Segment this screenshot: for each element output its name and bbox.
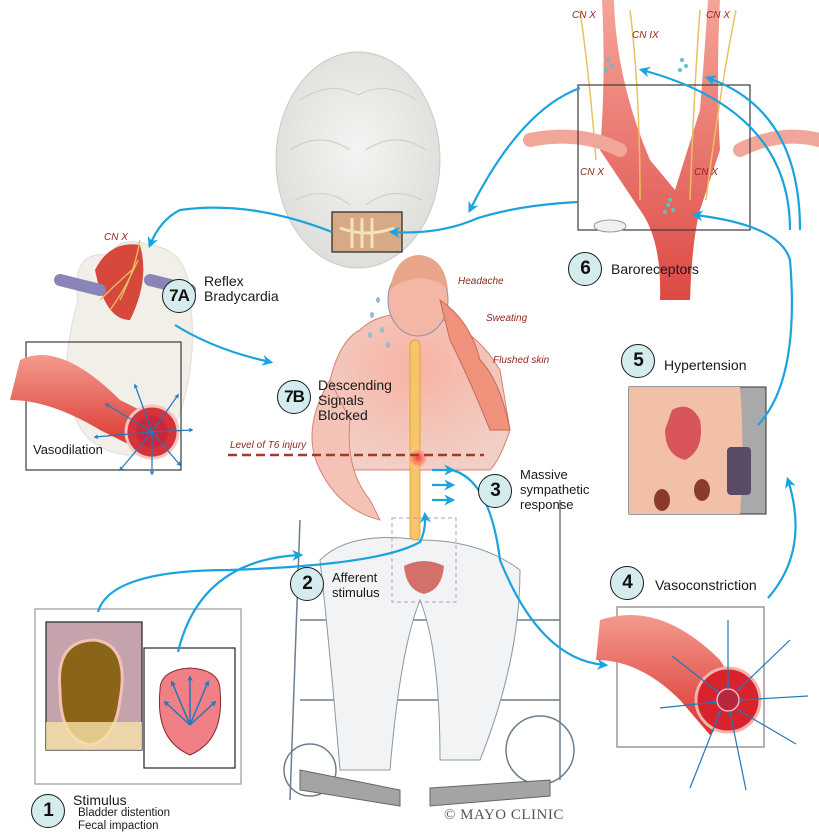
step-2-title: Afferent stimulus bbox=[332, 570, 380, 600]
vasodilation-label: Vasodilation bbox=[33, 442, 103, 457]
step-1-detail-fecal: Fecal impaction bbox=[78, 820, 159, 832]
arrow-sympathetic-to-vessels bbox=[451, 468, 609, 670]
symptom-flushed-skin: Flushed skin bbox=[493, 355, 550, 366]
step-badge-7a: 7A bbox=[162, 279, 196, 313]
step-3-line-3: response bbox=[520, 497, 574, 512]
step-3-line-2: sympathetic bbox=[520, 482, 590, 497]
step-4-title: Vasoconstriction bbox=[655, 577, 757, 593]
copyright-mayo-clinic: © MAYO CLINIC bbox=[444, 807, 564, 823]
arrow-7a-to-7b bbox=[174, 324, 274, 366]
cn-ix-label: CN IX bbox=[632, 30, 659, 41]
cn-x-heart-label: CN X bbox=[104, 232, 128, 243]
step-5-title: Hypertension bbox=[664, 357, 747, 373]
arrow-baroreceptors-to-brainstem bbox=[388, 200, 579, 238]
cn-x-box-right-label: CN X bbox=[694, 167, 718, 178]
brain-illustration bbox=[275, 51, 441, 269]
step-6-title: Baroreceptors bbox=[611, 261, 699, 277]
step-1-title: Stimulus bbox=[73, 792, 127, 808]
step-badge-7b: 7B bbox=[277, 380, 311, 414]
arrow-stimulus-to-cord bbox=[96, 511, 431, 613]
step-7a-line-2: Bradycardia bbox=[204, 288, 279, 304]
step-badge-1: 1 bbox=[31, 794, 65, 828]
arrow-brainstem-to-heart bbox=[147, 206, 333, 249]
step-7b-line-2: Signals bbox=[318, 392, 364, 408]
carotid-illustration bbox=[523, 0, 819, 300]
step-1-detail-bladder: Bladder distention bbox=[78, 807, 171, 819]
step-3-line-1: Massive bbox=[520, 467, 568, 482]
injury-level-label: Level of T6 injury bbox=[230, 440, 307, 451]
heart-illustration bbox=[10, 239, 196, 476]
step-badge-2: 2 bbox=[290, 567, 324, 601]
cn-x-box-left-label: CN X bbox=[580, 167, 604, 178]
step-7b-line-3: Blocked bbox=[318, 407, 368, 423]
symptom-headache: Headache bbox=[458, 276, 504, 287]
cn-x-top-right-label: CN X bbox=[706, 10, 730, 21]
step-7a-title: Reflex Bradycardia bbox=[204, 274, 279, 304]
step-2-line-1: Afferent bbox=[332, 570, 378, 585]
step-badge-4: 4 bbox=[610, 566, 644, 600]
step-3-title: Massive sympathetic response bbox=[520, 467, 589, 512]
step-7a-line-1: Reflex bbox=[204, 273, 244, 289]
arrow-vaso-to-hypertension bbox=[767, 476, 797, 599]
step-badge-3: 3 bbox=[478, 474, 512, 508]
arrow-hypertension-to-baroreceptors bbox=[691, 210, 793, 426]
stimulus-insets bbox=[34, 608, 242, 785]
vasoconstriction-inset bbox=[596, 606, 809, 791]
step-badge-6: 6 bbox=[568, 252, 602, 286]
cn-x-top-left-label: CN X bbox=[572, 10, 596, 21]
symptom-sweating: Sweating bbox=[486, 313, 528, 324]
step-2-line-2: stimulus bbox=[332, 585, 380, 600]
hypertension-inset bbox=[628, 386, 767, 515]
step-7b-title: Descending Signals Blocked bbox=[318, 378, 392, 423]
patient-figure bbox=[283, 255, 575, 807]
step-badge-5: 5 bbox=[621, 344, 655, 378]
pathway-arrows bbox=[96, 66, 802, 670]
step-7b-line-1: Descending bbox=[318, 377, 392, 393]
